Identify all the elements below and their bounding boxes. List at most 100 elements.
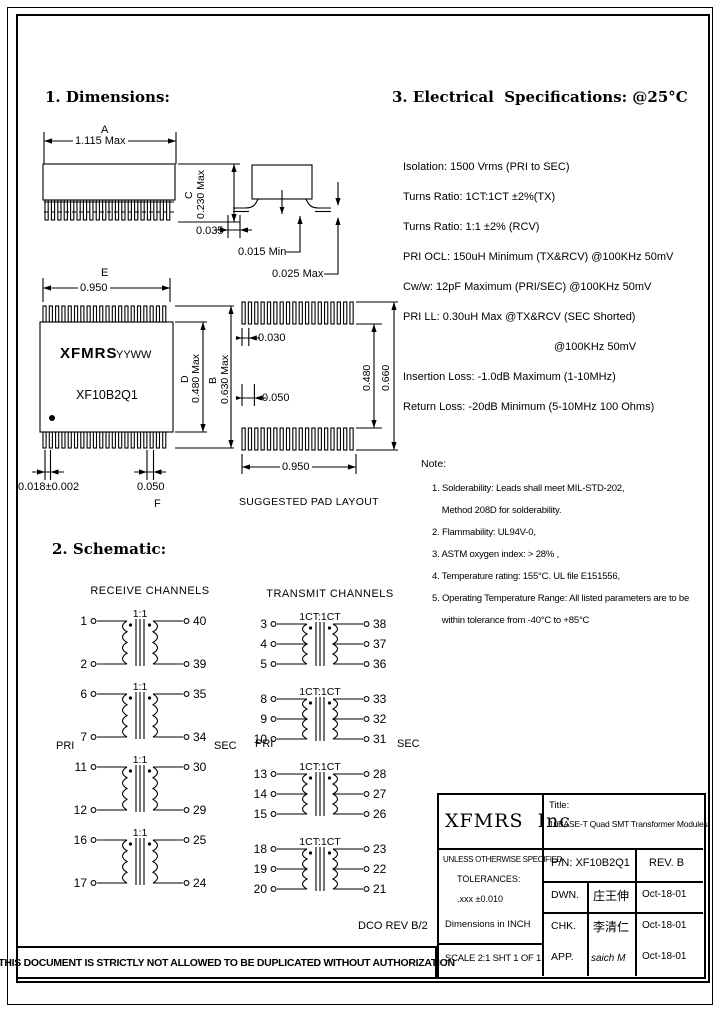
divider: [439, 943, 542, 945]
receive-pri-label: PRI: [56, 740, 75, 752]
pin-number: 19: [254, 862, 268, 876]
pin-number: 23: [373, 842, 387, 856]
spec-line: Cw/w: 12pF Maximum (PRI/SEC) @100KHz 50m…: [403, 281, 652, 293]
pin-number: 12: [74, 803, 88, 817]
chk-date: Oct-18-01: [642, 920, 687, 931]
title-block: XFMRS Inc Title: 10BASE-T Quad SMT Trans…: [437, 793, 708, 979]
tolerance-note-1: UNLESS OTHERWISE SPECIFIED: [443, 855, 563, 864]
pin-number: 35: [193, 687, 207, 701]
pin-number: 18: [254, 842, 268, 856]
winding-ratio: 1:1: [133, 681, 148, 693]
dim-lead-thickness: 0.025 Max: [272, 268, 324, 280]
pin-number: 16: [74, 833, 88, 847]
revision: REV. B: [649, 857, 685, 869]
note-label: Note:: [421, 458, 447, 470]
authorization-banner: THIS DOCUMENT IS STRICTLY NOT ALLOWED TO…: [0, 946, 455, 979]
outer-border: [7, 7, 713, 1005]
pin-number: 25: [193, 833, 207, 847]
pin-number: 37: [373, 637, 387, 651]
dwn-signature: 庄王伸: [593, 889, 630, 903]
dim-lead-foot: 0.035: [196, 225, 224, 237]
tolerance-note-2: TOLERANCES:: [457, 874, 521, 884]
transformer-schematic: 1:1 16 17 25 24: [74, 827, 207, 890]
dim-letter-e: E: [101, 267, 109, 279]
divider: [635, 881, 637, 976]
pad-layout-caption: SUGGESTED PAD LAYOUT: [239, 496, 379, 508]
pin-number: 24: [193, 876, 207, 890]
dim-letter-a: A: [101, 124, 109, 136]
dim-lead-pitch: 0.050: [137, 481, 165, 493]
dim-c-value: 0.230 Max: [195, 169, 207, 219]
dim-b-value: 0.630 Max: [219, 354, 231, 404]
pad-outer-span: 0.660: [380, 364, 392, 391]
pin-number: 39: [193, 657, 207, 671]
note-item: 5. Operating Temperature Range: All list…: [432, 593, 690, 604]
dwn-date: Oct-18-01: [642, 889, 687, 900]
divider: [542, 912, 703, 914]
winding-ratio: 1:1: [133, 608, 148, 620]
dco-rev-note: DCO REV B/2: [358, 920, 428, 932]
divider: [542, 795, 544, 976]
pad-inner-span: 0.480: [361, 364, 373, 391]
pin-number: 5: [260, 657, 267, 671]
pin1-dot: [49, 415, 55, 421]
scale-sheet: SCALE 2:1 SHT 1 OF 1: [445, 953, 542, 964]
receive-channels-title: RECEIVE CHANNELS: [90, 585, 210, 597]
package-marking-view: [32, 278, 234, 480]
divider: [635, 848, 637, 881]
divider: [542, 881, 703, 883]
dim-a-value: 1.115 Max: [73, 135, 128, 147]
pin-number: 17: [74, 876, 88, 890]
transmit-channels-title: TRANSMIT CHANNELS: [266, 588, 394, 600]
pin-comb: [44, 199, 171, 221]
company-name: XFMRS Inc: [445, 810, 571, 832]
electrical-heading: 3. Electrical Specifications: @25°C: [392, 88, 688, 106]
dim-standoff: 0.015 Min: [238, 246, 287, 258]
dim-letter-f: F: [154, 498, 161, 510]
pin-number: 3: [260, 617, 267, 631]
pin-number: 4: [260, 637, 267, 651]
pin-number: 32: [373, 712, 387, 726]
note-list: 1. Solderability: Leads shall meet MIL-S…: [432, 483, 708, 637]
pin-number: 34: [193, 730, 207, 744]
pin-number: 15: [254, 807, 268, 821]
pin-number: 29: [193, 803, 207, 817]
note-item: 3. ASTM oxygen index: > 28% ,: [432, 549, 560, 560]
receive-sec-label: SEC: [214, 740, 237, 752]
winding-ratio: 1CT:1CT: [299, 836, 341, 848]
dim-e-value: 0.950: [78, 282, 110, 294]
pad-row: [241, 301, 354, 325]
spec-line: PRI OCL: 150uH Minimum (TX&RCV) @100KHz …: [403, 251, 674, 263]
pin-number: 28: [373, 767, 387, 781]
dim-d-value: 0.480 Max: [190, 353, 202, 403]
pin-number: 31: [373, 732, 387, 746]
pin-number: 22: [373, 862, 387, 876]
pad-row: [241, 427, 354, 451]
winding-ratio: 1CT:1CT: [299, 611, 341, 623]
pad-row-width: 0.950: [280, 461, 312, 473]
winding-ratio: 1:1: [133, 827, 148, 839]
dim-lead-width: 0.018±0.002: [18, 481, 80, 493]
schematic-heading: 2. Schematic:: [52, 540, 167, 558]
pin-number: 1: [80, 614, 87, 628]
pad-layout-view: [236, 301, 398, 474]
date-code-marking: YYWW: [116, 349, 152, 361]
brand-marking: XFMRS: [60, 345, 118, 362]
spec-line: Return Loss: -20dB Minimum (5-10MHz 100 …: [403, 401, 655, 413]
divider: [587, 881, 589, 976]
winding-ratio: 1:1: [133, 754, 148, 766]
chk-signature: 李清仁: [593, 920, 630, 934]
part-number: P/N: XF10B2Q1: [551, 857, 630, 869]
spec-line: Turns Ratio: 1:1 ±2% (RCV): [403, 221, 540, 233]
pin-number: 6: [80, 687, 87, 701]
